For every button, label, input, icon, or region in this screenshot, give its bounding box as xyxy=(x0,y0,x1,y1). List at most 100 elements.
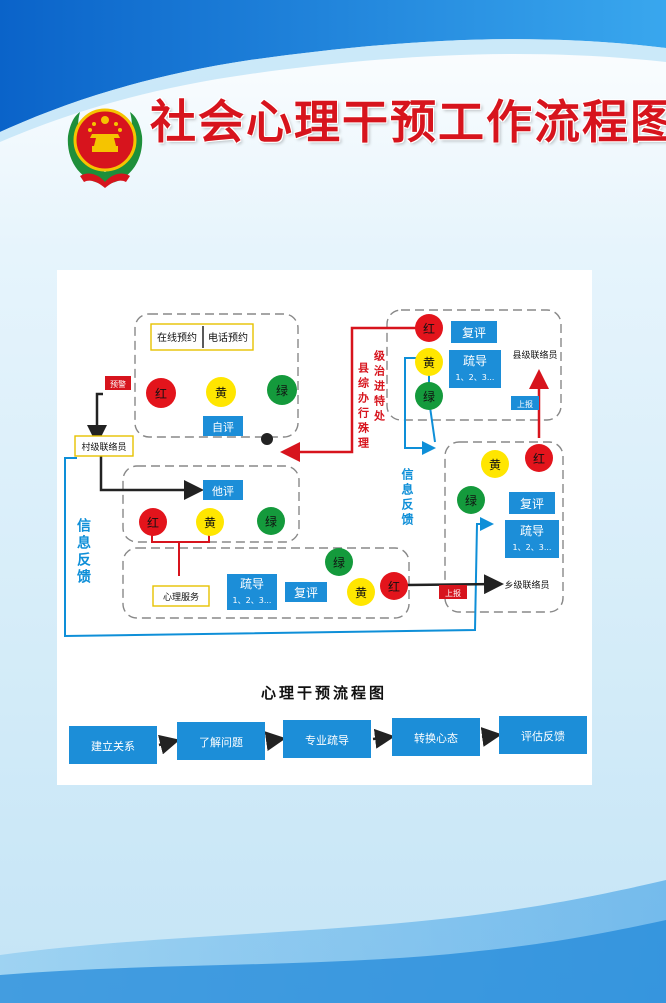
process-steps: 建立关系 了解问题 专业疏导 转换心态 评估反馈 xyxy=(69,716,587,764)
process-arrow xyxy=(264,731,286,752)
township-red-text: 红 xyxy=(533,451,545,466)
service-group-box xyxy=(122,547,410,619)
other-eval-group-box xyxy=(122,465,300,543)
process-arrow xyxy=(372,728,395,749)
feedback-line-mid xyxy=(404,357,436,455)
county-yellow-light xyxy=(415,348,443,376)
process-title: 心理干预流程图 xyxy=(261,684,387,702)
arrow-liaison-to-other-eval xyxy=(99,456,204,500)
county-green-text: 绿 xyxy=(423,389,435,404)
process-step-label: 专业疏导 xyxy=(305,733,349,747)
township-group-box xyxy=(444,441,564,613)
service-yellow-light xyxy=(347,578,375,606)
township-green-light xyxy=(457,486,485,514)
county-green-light xyxy=(415,382,443,410)
township-yellow-light xyxy=(481,450,509,478)
flowchart: 在线预约 电话预约 预警 村级联络员 红 黄 绿 自评 他评 红 黄 绿 心理服… xyxy=(64,309,587,764)
service-yellow-text: 黄 xyxy=(355,586,367,600)
online-booking-label: 在线预约 xyxy=(157,331,197,344)
township-guide-box xyxy=(505,520,559,558)
township-guide-steps: 1、2、3... xyxy=(513,543,552,552)
service-review-box xyxy=(285,582,327,602)
village-green-light xyxy=(267,375,297,405)
phone-booking-label: 电话预约 xyxy=(208,331,248,344)
feedback-left-label: 信息反馈 xyxy=(75,517,91,586)
township-report-box xyxy=(439,585,467,599)
township-guide-label: 疏导 xyxy=(520,523,544,538)
township-review-label: 复评 xyxy=(520,497,544,511)
township-green-text: 绿 xyxy=(465,493,477,508)
county-red-text: 红 xyxy=(423,321,435,336)
service-red-text: 红 xyxy=(388,579,400,594)
township-report-label: 上报 xyxy=(445,588,461,598)
warning-label: 预警 xyxy=(110,379,126,389)
service-green-light xyxy=(325,548,353,576)
other-eval-label: 他评 xyxy=(212,485,234,498)
township-yellow-text: 黄 xyxy=(489,458,501,472)
county-yellow-text: 黄 xyxy=(423,356,435,370)
village-yellow-text: 黄 xyxy=(215,386,227,400)
county-guide-box xyxy=(449,350,501,388)
township-review-box xyxy=(509,492,555,514)
county-liaison-label: 县级联络员 xyxy=(512,349,557,361)
county-vertical-text-b: 级治进特处 xyxy=(373,349,387,425)
other-red-text: 红 xyxy=(147,515,159,530)
process-step-box xyxy=(69,726,157,764)
village-liaison-box xyxy=(74,435,134,457)
county-guide-label: 疏导 xyxy=(463,353,487,368)
process-step-box xyxy=(499,716,587,754)
service-guide-steps: 1、2、3... xyxy=(233,596,272,605)
process-step-label: 建立关系 xyxy=(91,739,135,753)
process-step-label: 转换心态 xyxy=(414,731,458,745)
village-group-box xyxy=(134,313,299,438)
county-review-box xyxy=(451,321,497,343)
feedback-line-left xyxy=(64,457,494,638)
other-red-light xyxy=(139,508,167,536)
process-step-box xyxy=(177,722,265,760)
booking-box xyxy=(150,323,254,351)
bracket-red xyxy=(151,532,180,576)
other-green-light xyxy=(257,507,285,535)
arrow-warning-to-liaison xyxy=(87,392,107,445)
diagram-panel: 在线预约 电话预约 预警 村级联络员 红 黄 绿 自评 他评 红 黄 绿 心理服… xyxy=(57,270,592,785)
service-guide-box xyxy=(227,574,277,610)
process-step-label: 了解问题 xyxy=(199,735,243,749)
county-vertical-text-a: 县综办行殊理 xyxy=(357,362,371,452)
county-report-box xyxy=(511,396,539,410)
village-yellow-light xyxy=(206,377,236,407)
process-step-label: 评估反馈 xyxy=(521,730,565,743)
process-arrow xyxy=(480,727,502,747)
process-step-box xyxy=(283,720,371,758)
township-liaison-label: 乡级联络员 xyxy=(504,579,549,591)
service-green-text: 绿 xyxy=(333,555,345,570)
county-group-box xyxy=(386,309,562,421)
service-guide-label: 疏导 xyxy=(240,576,264,591)
other-yellow-light xyxy=(196,508,224,536)
village-liaison-label: 村级联络员 xyxy=(81,441,126,453)
self-eval-label: 自评 xyxy=(212,421,234,434)
arrow-to-township-liaison xyxy=(406,574,504,595)
process-arrow xyxy=(158,734,180,755)
service-label: 心理服务 xyxy=(163,591,199,603)
village-red-text: 红 xyxy=(155,386,167,401)
process-step-box xyxy=(392,718,480,756)
arrow-county-to-village xyxy=(280,326,417,462)
other-yellow-text: 黄 xyxy=(204,516,216,530)
service-review-label: 复评 xyxy=(294,586,318,600)
feedback-mid-label: 信息反馈 xyxy=(400,467,414,528)
page-title: 社会心理干预工作流程图 xyxy=(150,95,666,149)
village-red-light xyxy=(146,378,176,408)
township-red-light xyxy=(525,444,553,472)
county-review-label: 复评 xyxy=(462,326,486,340)
village-green-text: 绿 xyxy=(276,383,288,398)
other-eval-box xyxy=(203,480,243,500)
county-guide-steps: 1、2、3... xyxy=(456,373,495,382)
other-green-text: 绿 xyxy=(265,514,277,529)
service-red-light xyxy=(380,572,408,600)
endpoint-dot xyxy=(261,433,273,445)
service-box xyxy=(152,585,210,607)
national-emblem-icon xyxy=(67,108,143,188)
county-red-light xyxy=(415,314,443,342)
warning-badge xyxy=(105,376,131,390)
county-report-label: 上报 xyxy=(517,399,533,409)
